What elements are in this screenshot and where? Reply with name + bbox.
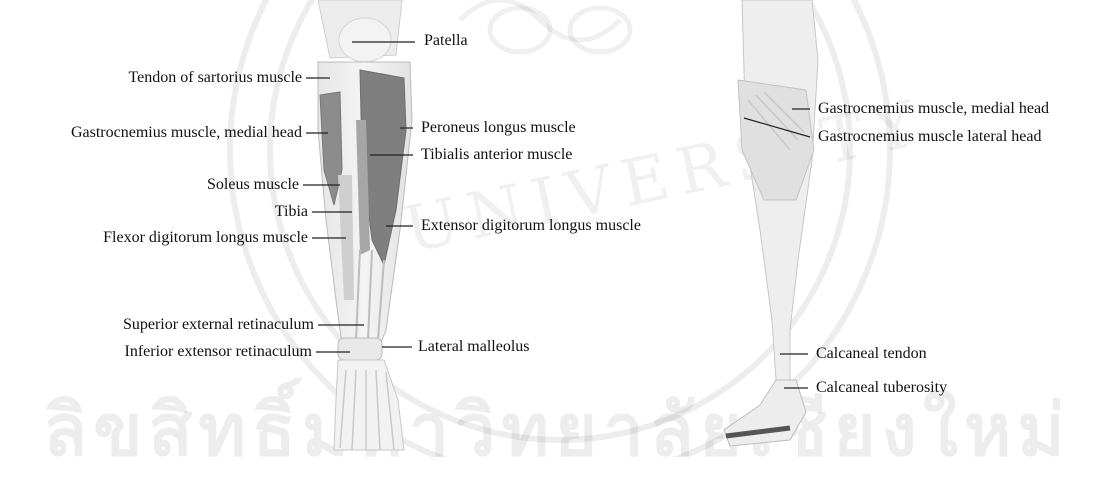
label-tendon-of-sartorius: Tendon of sartorius muscle: [0, 69, 302, 87]
label-superior-external-retinaculum: Superior external retinaculum: [0, 316, 314, 334]
label-inferior-extensor-retinaculum: Inferior extensor retinaculum: [0, 343, 312, 361]
label-extensor-digitorum-longus: Extensor digitorum longus muscle: [421, 217, 641, 235]
label-flexor-digitorum-longus: Flexor digitorum longus muscle: [0, 229, 308, 247]
label-soleus: Soleus muscle: [0, 176, 299, 194]
leg-anatomy-figure: UNIVERSITY ลิขสิทธิ์มหาวิทยาลัยเชียงใหม่: [0, 0, 1114, 457]
label-gastrocnemius-lateral-back: Gastrocnemius muscle lateral head: [818, 128, 1041, 146]
label-tibia: Tibia: [0, 203, 308, 221]
label-gastrocnemius-medial-back: Gastrocnemius muscle, medial head: [818, 100, 1049, 118]
label-calcaneal-tuberosity: Calcaneal tuberosity: [816, 379, 947, 397]
label-lateral-malleolus: Lateral malleolus: [418, 338, 530, 356]
leader-gastro-lateral-back: [744, 118, 810, 137]
label-tibialis-anterior: Tibialis anterior muscle: [421, 146, 572, 164]
label-calcaneal-tendon: Calcaneal tendon: [816, 345, 927, 363]
label-peroneus-longus: Peroneus longus muscle: [421, 119, 576, 137]
label-gastrocnemius-medial-front: Gastrocnemius muscle, medial head: [0, 124, 302, 142]
label-patella: Patella: [424, 32, 468, 50]
